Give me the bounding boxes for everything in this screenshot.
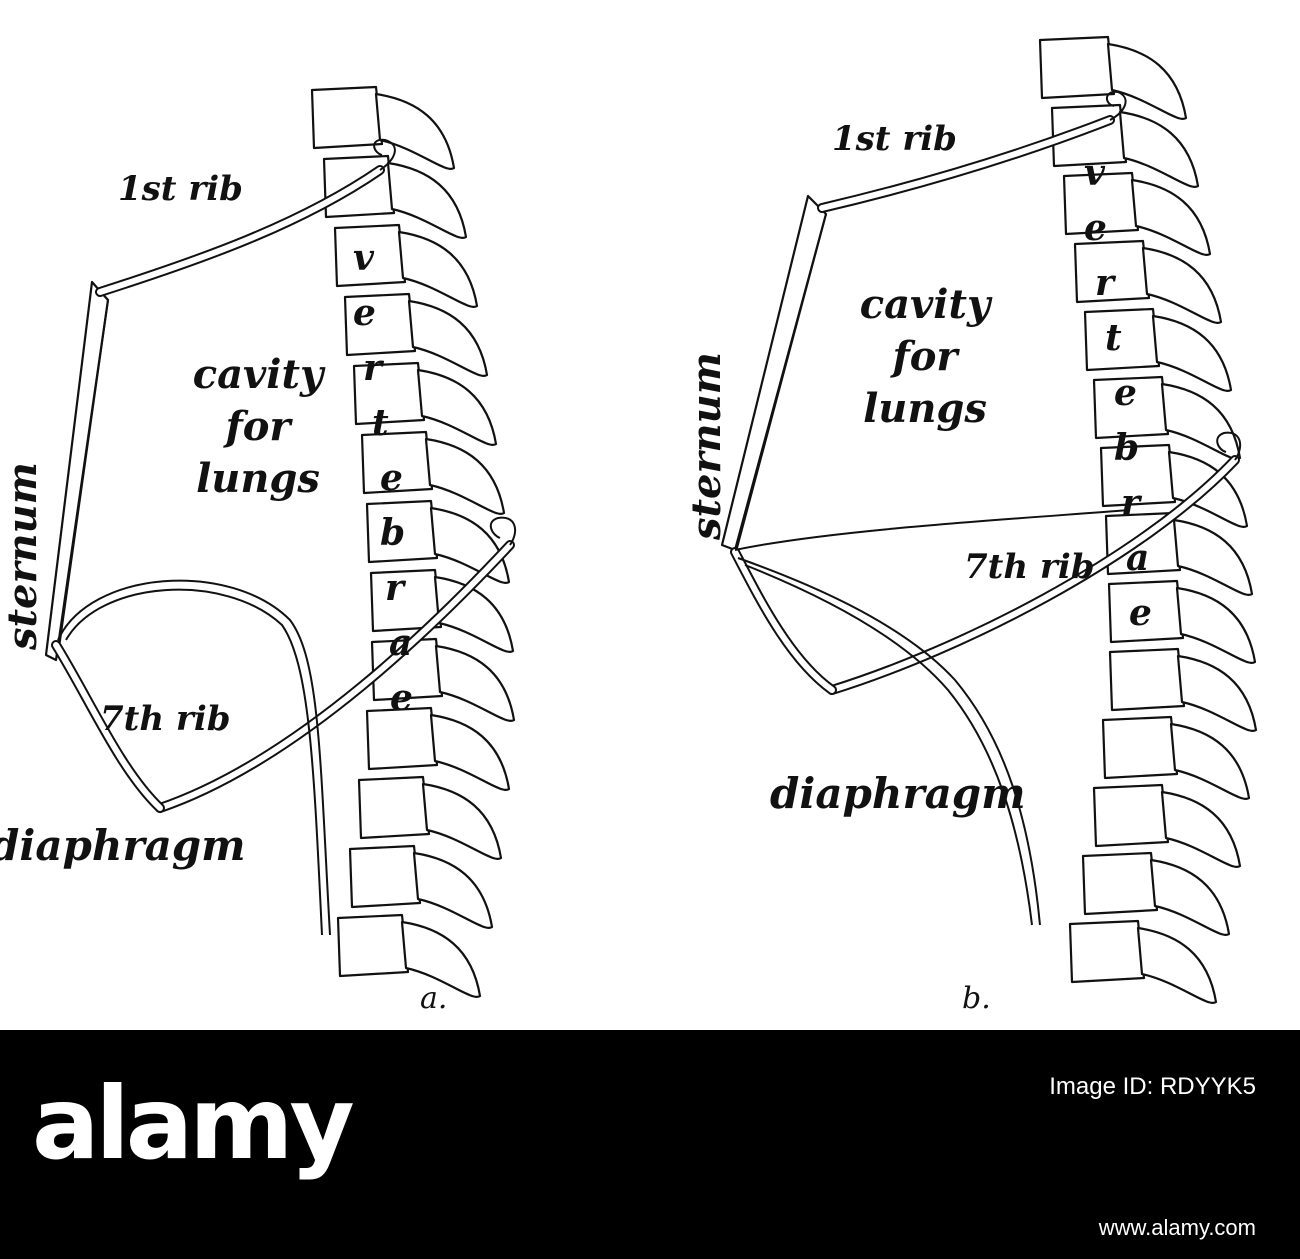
vertebra — [1108, 647, 1186, 712]
spinous-process — [397, 230, 479, 308]
vertebra-letter: t — [372, 402, 389, 444]
vertebra — [1092, 783, 1170, 848]
sternum-b — [720, 194, 828, 552]
vertebra-letter: a — [389, 622, 412, 664]
vertebra — [1073, 239, 1151, 304]
vertebra-letter: r — [363, 347, 385, 389]
vertebra-letter: b — [1114, 427, 1139, 469]
spinous-process — [434, 644, 516, 722]
vertebra-letter: r — [385, 567, 407, 609]
vertebra-letter: e — [390, 677, 413, 719]
diaphragm-a — [57, 579, 331, 936]
vertebra — [369, 568, 443, 633]
vertebra — [310, 85, 384, 150]
diaphragm-label-b: diaphragm — [770, 769, 1026, 818]
figure: 1st rib sternum cavity for lungs 7th rib… — [0, 35, 1258, 1016]
alamy-logo: alamy — [32, 1070, 357, 1182]
vertebra-letter: e — [353, 292, 376, 334]
spinous-process — [416, 368, 498, 446]
vertebra — [348, 844, 422, 909]
vertebra — [336, 913, 410, 978]
spinous-process — [1141, 246, 1223, 324]
image-id: Image ID: RDYYK5 — [1049, 1073, 1256, 1100]
for-label-b: for — [890, 333, 961, 380]
spinous-process — [1106, 42, 1188, 120]
spinous-process — [1130, 178, 1212, 256]
vertebra-letter: a — [1126, 537, 1149, 579]
spinous-process — [1160, 382, 1242, 460]
vertebra — [352, 361, 426, 426]
vertebra — [1107, 579, 1185, 644]
for-label-a: for — [223, 403, 294, 450]
sternum-label-b: sternum — [683, 352, 730, 541]
vertebra — [1068, 919, 1146, 984]
first-rib-label-a: 1st rib — [118, 169, 243, 209]
vertebra — [1062, 171, 1140, 236]
caption-a: a. — [420, 981, 447, 1016]
vertebra-letter: e — [1084, 207, 1107, 249]
vertebra — [357, 775, 431, 840]
diaphragm-b — [737, 557, 1041, 926]
spinous-process — [400, 920, 482, 998]
vertebra — [333, 223, 407, 288]
caption-b: b. — [962, 981, 991, 1016]
vertebra-letter: b — [380, 512, 405, 554]
vertebra — [1099, 443, 1177, 508]
sternum-label-a: sternum — [0, 462, 46, 651]
vertebra-letter: r — [1095, 262, 1117, 304]
vertebra-letter: e — [380, 457, 403, 499]
spinous-process — [1172, 518, 1254, 596]
spinous-process — [429, 713, 511, 791]
vertebra — [1092, 375, 1170, 440]
spine-a — [310, 85, 516, 998]
diaphragm-label-a: diaphragm — [0, 821, 246, 870]
sternum-a — [44, 280, 110, 662]
first-rib-label-b: 1st rib — [832, 119, 957, 159]
panel-a: 1st rib sternum cavity for lungs 7th rib… — [0, 85, 517, 1016]
vertebra — [1038, 35, 1116, 100]
spinous-process — [407, 299, 489, 377]
spinous-process — [1160, 790, 1242, 868]
vertebra — [365, 706, 439, 771]
vertebra — [1081, 851, 1159, 916]
spinous-process — [1149, 858, 1231, 936]
vertebra-letter: v — [353, 237, 375, 279]
spinous-process — [424, 437, 506, 515]
spinous-process — [412, 851, 494, 929]
spine-b — [1038, 35, 1258, 1004]
vertebra — [1083, 307, 1161, 372]
vertebra — [365, 499, 439, 564]
seventh-rib-label-a: 7th rib — [100, 699, 231, 739]
lungs-label-a: lungs — [196, 455, 320, 502]
spinous-process — [1176, 654, 1258, 732]
lungs-label-b: lungs — [863, 385, 987, 432]
vertebra — [1101, 715, 1179, 780]
vertebra-letter: r — [1121, 482, 1143, 524]
spinous-process — [1169, 722, 1251, 800]
spinous-process — [1118, 110, 1200, 188]
spinous-process — [1136, 926, 1218, 1004]
watermark-bar: alamy Image ID: RDYYK5 www.alamy.com — [0, 1030, 1300, 1259]
vertebra — [360, 430, 434, 495]
vertebra-letter: t — [1105, 317, 1122, 359]
spinous-process — [386, 161, 468, 239]
vertebra-letter: v — [1084, 152, 1106, 194]
spinous-process — [374, 92, 456, 170]
seventh-rib-label-b: 7th rib — [964, 547, 1095, 587]
panel-b: 1st rib sternum cavity for lungs 7th rib… — [683, 35, 1258, 1016]
spinous-process — [421, 782, 503, 860]
spinous-process — [1175, 586, 1257, 664]
vertebra — [343, 292, 417, 357]
vertebra-letter: e — [1129, 592, 1152, 634]
watermark-url: www.alamy.com — [1098, 1215, 1256, 1240]
spinous-process — [1151, 314, 1233, 392]
cavity-label-b: cavity — [860, 281, 993, 328]
cavity-label-a: cavity — [193, 351, 326, 398]
vertebra-letter: e — [1114, 372, 1137, 414]
alamy-logo-text: alamy — [32, 1070, 353, 1182]
